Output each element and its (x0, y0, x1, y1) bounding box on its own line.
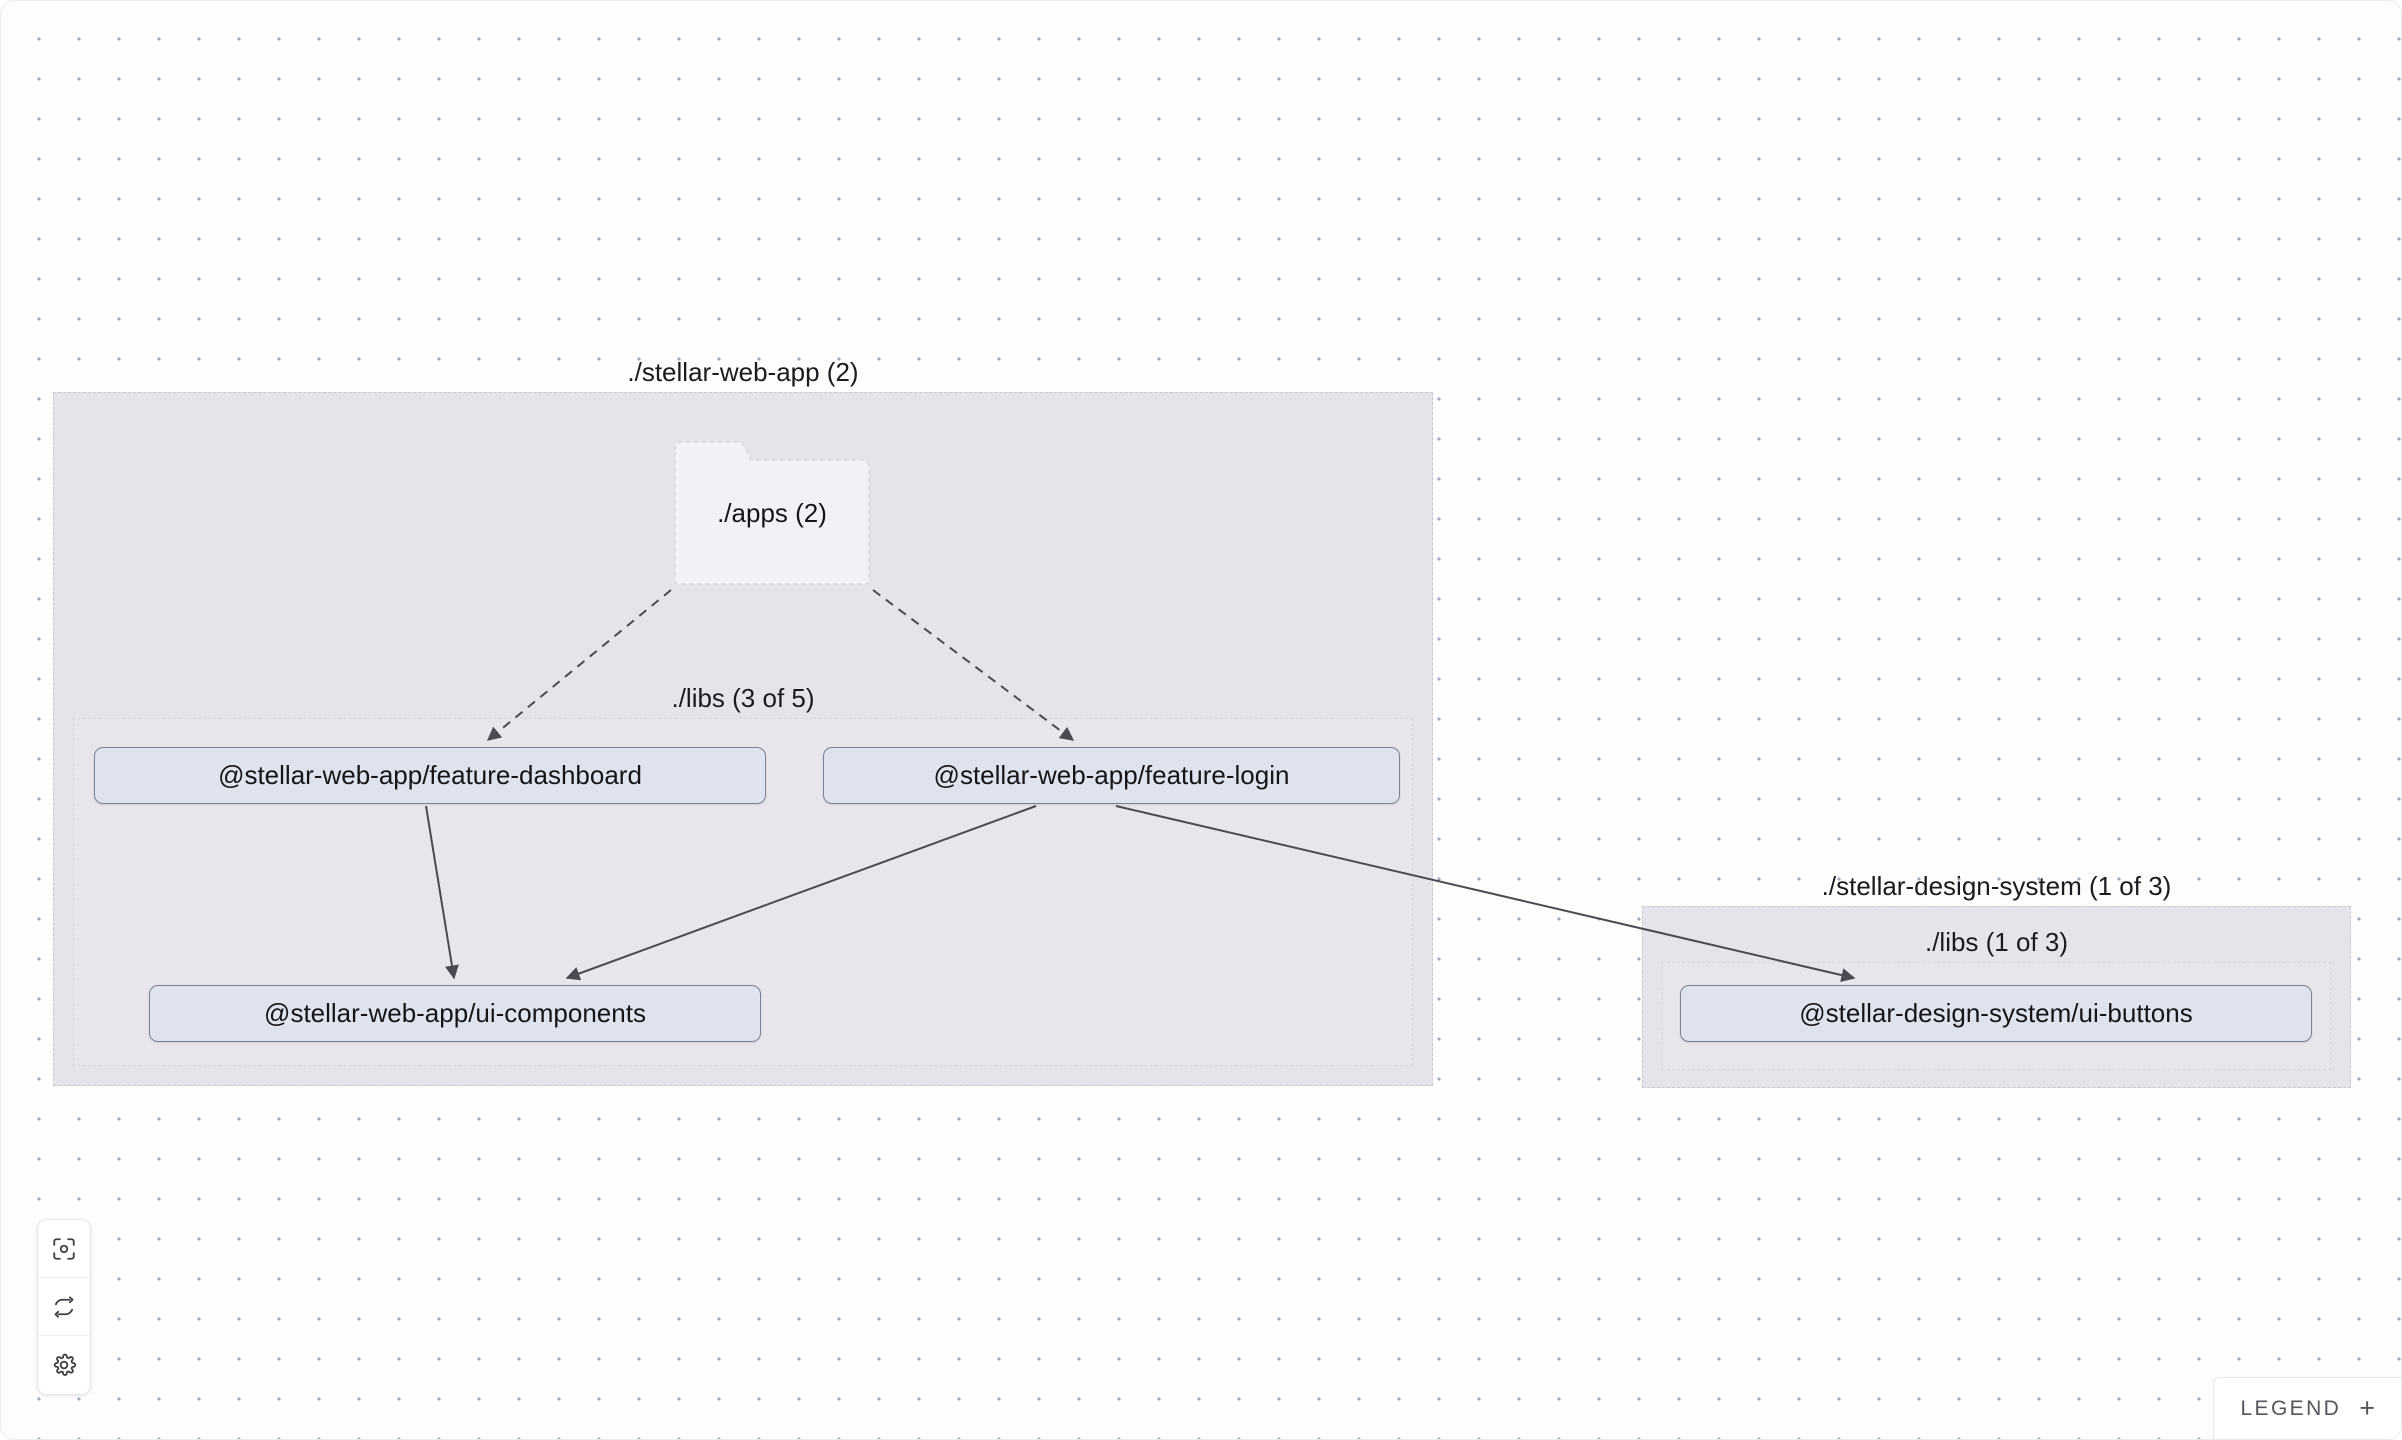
project-node-feature-dashboard[interactable]: @stellar-web-app/feature-dashboard (94, 747, 766, 804)
project-node-ui-components[interactable]: @stellar-web-app/ui-components (149, 985, 761, 1042)
folder-node-apps[interactable]: ./apps (2) (671, 438, 873, 588)
group-label-stellar-design-system: ./stellar-design-system (1 of 3) (1821, 871, 2172, 901)
group-label-web-app-libs: ./libs (3 of 5) (671, 683, 815, 713)
legend-label: LEGEND (2240, 1396, 2342, 1420)
settings-button[interactable] (38, 1336, 90, 1394)
project-node-ui-buttons[interactable]: @stellar-design-system/ui-buttons (1680, 985, 2312, 1042)
legend-panel[interactable]: LEGEND + (2213, 1377, 2401, 1439)
refresh-graph-button[interactable] (38, 1278, 90, 1336)
focus-graph-button[interactable] (38, 1220, 90, 1278)
focus-target-icon (51, 1236, 77, 1262)
project-node-feature-login[interactable]: @stellar-web-app/feature-login (823, 747, 1400, 804)
legend-expand-icon[interactable]: + (2359, 1393, 2375, 1423)
group-label-design-system-libs: ./libs (1 of 3) (1924, 927, 2069, 957)
gear-icon (51, 1352, 77, 1378)
graph-controls (37, 1219, 91, 1395)
refresh-icon (51, 1294, 77, 1320)
group-label-stellar-web-app: ./stellar-web-app (2) (627, 357, 859, 387)
